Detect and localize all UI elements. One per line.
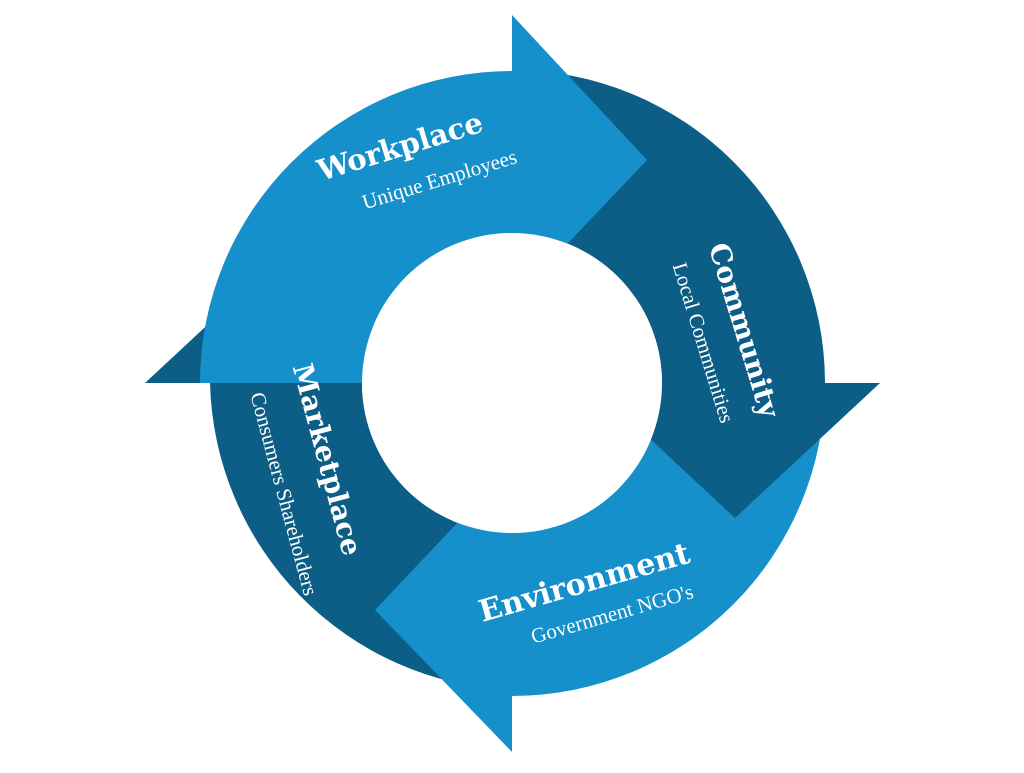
workplace-arrow (200, 15, 647, 383)
